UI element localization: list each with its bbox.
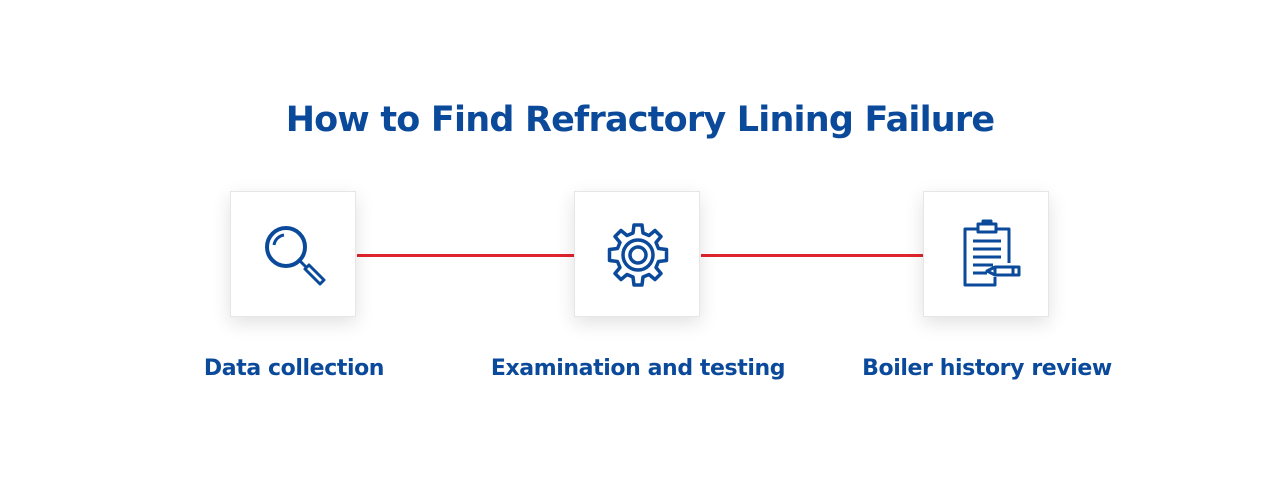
step-card-boiler-history xyxy=(923,191,1049,317)
step-card-data-collection xyxy=(230,191,356,317)
magnifier-icon xyxy=(265,226,326,286)
connector-line-2 xyxy=(701,254,924,257)
clipboard-pen-icon xyxy=(963,219,1021,287)
gear-icon xyxy=(607,223,669,287)
connector-line-1 xyxy=(357,254,575,257)
step-label-data-collection: Data collection xyxy=(203,356,385,381)
step-label-examination-testing: Examination and testing xyxy=(490,356,786,381)
page-title: How to Find Refractory Lining Failure xyxy=(285,100,995,140)
step-label-boiler-history: Boiler history review xyxy=(862,356,1112,381)
step-card-examination-testing xyxy=(574,191,700,317)
